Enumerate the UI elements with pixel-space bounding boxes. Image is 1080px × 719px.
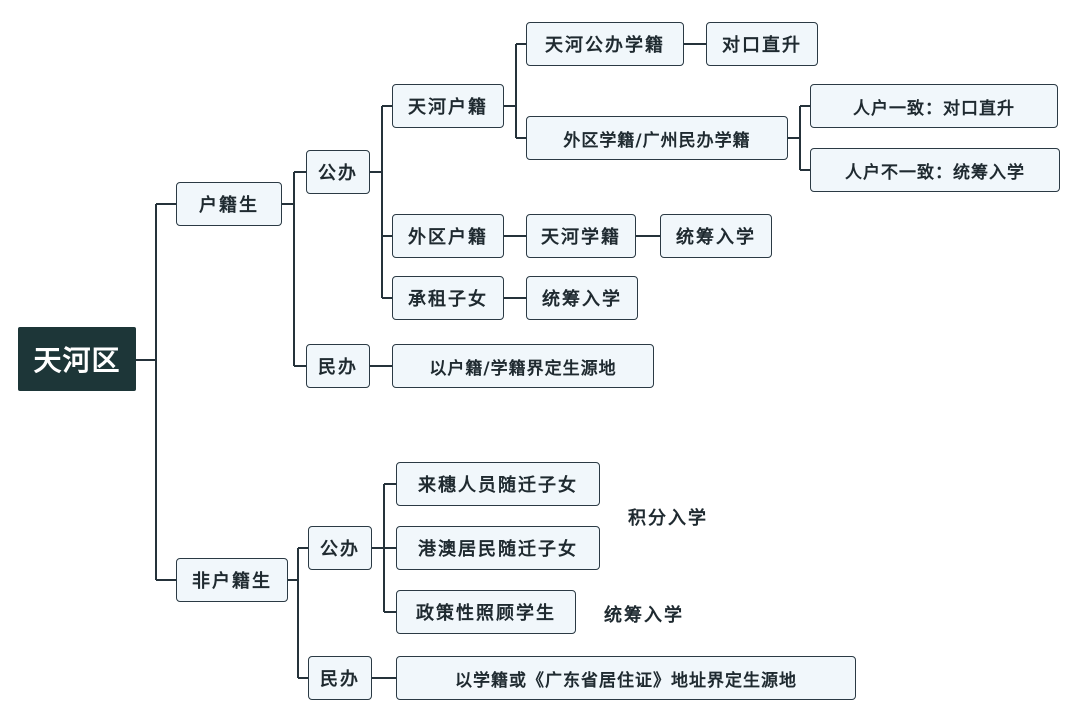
node-laisui-suiqian: 来穗人员随迁子女 [396,462,600,506]
root-node: 天河区 [18,327,136,391]
node-renhu-buyizhi: 人户不一致：统筹入学 [810,148,1060,192]
connector-waiqu-xueji [788,105,810,171]
node-tianhe-xueji: 天河学籍 [526,214,636,258]
node-feihuji-minban-rule: 以学籍或《广东省居住证》地址界定生源地 [396,656,856,700]
node-gangao-suiqian: 港澳居民随迁子女 [396,526,600,570]
node-huji: 户籍生 [176,182,282,226]
node-huji-minban: 民办 [306,344,370,388]
node-tianhe-huji: 天河户籍 [392,84,504,128]
node-duikou-zhisheng: 对口直升 [706,22,818,66]
label-jifen-ruxue: 积分入学 [628,508,708,529]
node-waiqu-xueji: 外区学籍/广州民办学籍 [526,116,788,160]
connector-huji [282,171,306,367]
node-feihuji-gongban: 公办 [308,526,372,570]
connector-huji-gongban [370,105,392,299]
node-feihuji: 非户籍生 [176,558,288,602]
node-waiqu-huji-tongchou: 统筹入学 [660,214,772,258]
node-huji-gongban: 公办 [306,150,370,194]
node-chengzu-tongchou: 统筹入学 [526,276,638,320]
node-tianhe-gongban-xueji: 天河公办学籍 [526,22,684,66]
connector-root [136,203,176,581]
node-feihuji-minban: 民办 [308,656,372,700]
connector-feihuji-gongban [372,483,396,613]
connector-feihuji [288,547,308,679]
node-waiqu-huji: 外区户籍 [392,214,504,258]
node-huji-minban-rule: 以户籍/学籍界定生源地 [392,344,654,388]
node-zhengce-zhaogu: 政策性照顾学生 [396,590,576,634]
label-tongchou-ruxue: 统筹入学 [604,605,684,626]
node-chengzu-zinv: 承租子女 [392,276,504,320]
node-renhu-yizhi: 人户一致：对口直升 [810,84,1058,128]
connector-tianhe-huji [504,43,526,139]
